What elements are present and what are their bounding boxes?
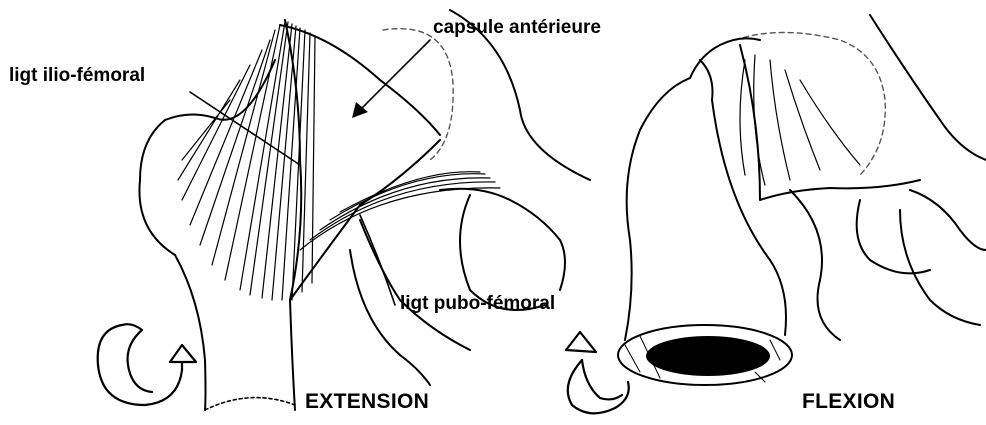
rotation-arrow-extension-head bbox=[170, 345, 196, 362]
femur-left-flex bbox=[625, 78, 690, 340]
obturator-contour-flex bbox=[857, 200, 930, 273]
label-capsule-anterieure: capsule antérieure bbox=[433, 18, 601, 37]
caption-flexion: FLEXION bbox=[802, 391, 895, 412]
rotation-arrow-extension bbox=[98, 325, 182, 405]
pelvis-outline-flex bbox=[870, 15, 986, 160]
extension-panel bbox=[98, 10, 590, 410]
femur-top-flex bbox=[690, 38, 760, 78]
capsule-flex bbox=[740, 45, 920, 200]
label-ligt-ilio-femoral: ligt ilio-fémoral bbox=[9, 66, 145, 85]
rotation-arrow-flexion bbox=[568, 360, 629, 413]
pubic-contour-flex bbox=[790, 190, 840, 340]
femur-shaft-right bbox=[290, 300, 295, 410]
femur-cut-inner bbox=[646, 336, 770, 376]
pubic-ramus bbox=[440, 189, 565, 290]
rotation-arrow-flexion-head bbox=[566, 332, 596, 352]
capsule-pointer bbox=[360, 40, 430, 110]
ischium-contour bbox=[360, 220, 470, 350]
ligament-folds-flex bbox=[740, 55, 860, 185]
pubo-fibres bbox=[300, 172, 500, 250]
femur-cut-end bbox=[205, 398, 295, 410]
caption-extension: EXTENSION bbox=[305, 391, 429, 412]
ischium-lower-flex bbox=[900, 210, 980, 325]
femur-shaft-left bbox=[139, 120, 205, 410]
label-ligt-pubo-femoral: ligt pubo-fémoral bbox=[400, 294, 555, 313]
flexion-panel bbox=[566, 15, 986, 413]
rotation-band-flexion bbox=[582, 360, 622, 399]
femur-right-flex bbox=[700, 60, 786, 335]
rotation-band-extension bbox=[122, 324, 152, 392]
ischium-contour-flex bbox=[910, 190, 986, 250]
capsule-outline bbox=[285, 20, 440, 300]
acetabulum-dashed-rim bbox=[383, 29, 453, 160]
